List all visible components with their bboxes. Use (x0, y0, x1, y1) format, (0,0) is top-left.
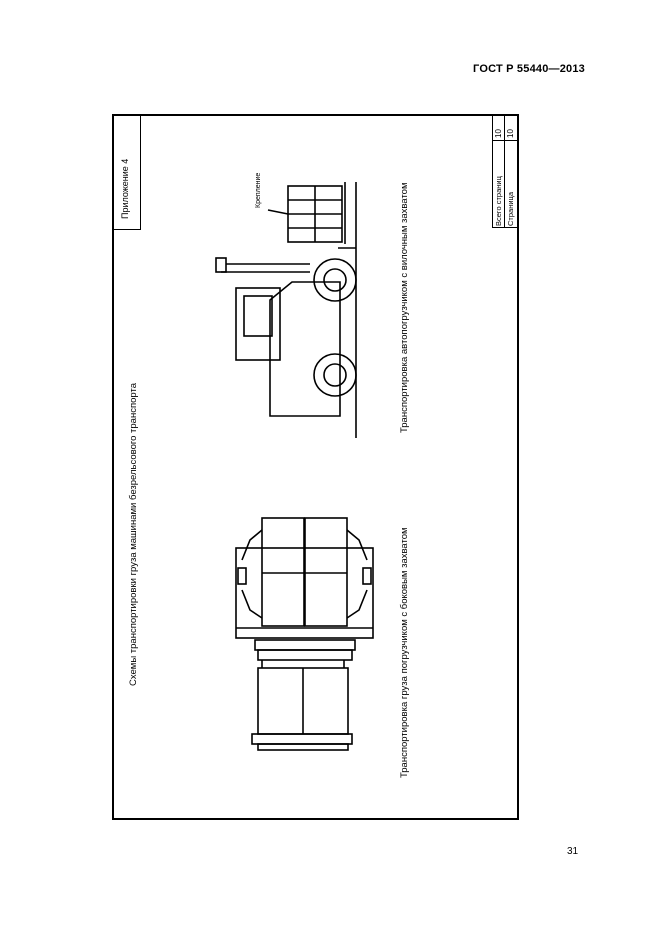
caption-forklift: Транспортировка автопогрузчиком с вилочн… (399, 182, 410, 433)
appendix-box (114, 116, 141, 230)
side-loader-drawing (235, 517, 374, 751)
sheet-frame (112, 114, 519, 820)
fastening-label: Крепление (255, 172, 262, 208)
caption-side-loader: Транспортировка груза погрузчиком с боко… (399, 527, 410, 778)
forklift-drawing (215, 182, 357, 438)
counter-divider (504, 116, 505, 228)
standard-number: ГОСТ Р 55440—2013 (473, 63, 585, 75)
page-number: 31 (567, 846, 579, 857)
